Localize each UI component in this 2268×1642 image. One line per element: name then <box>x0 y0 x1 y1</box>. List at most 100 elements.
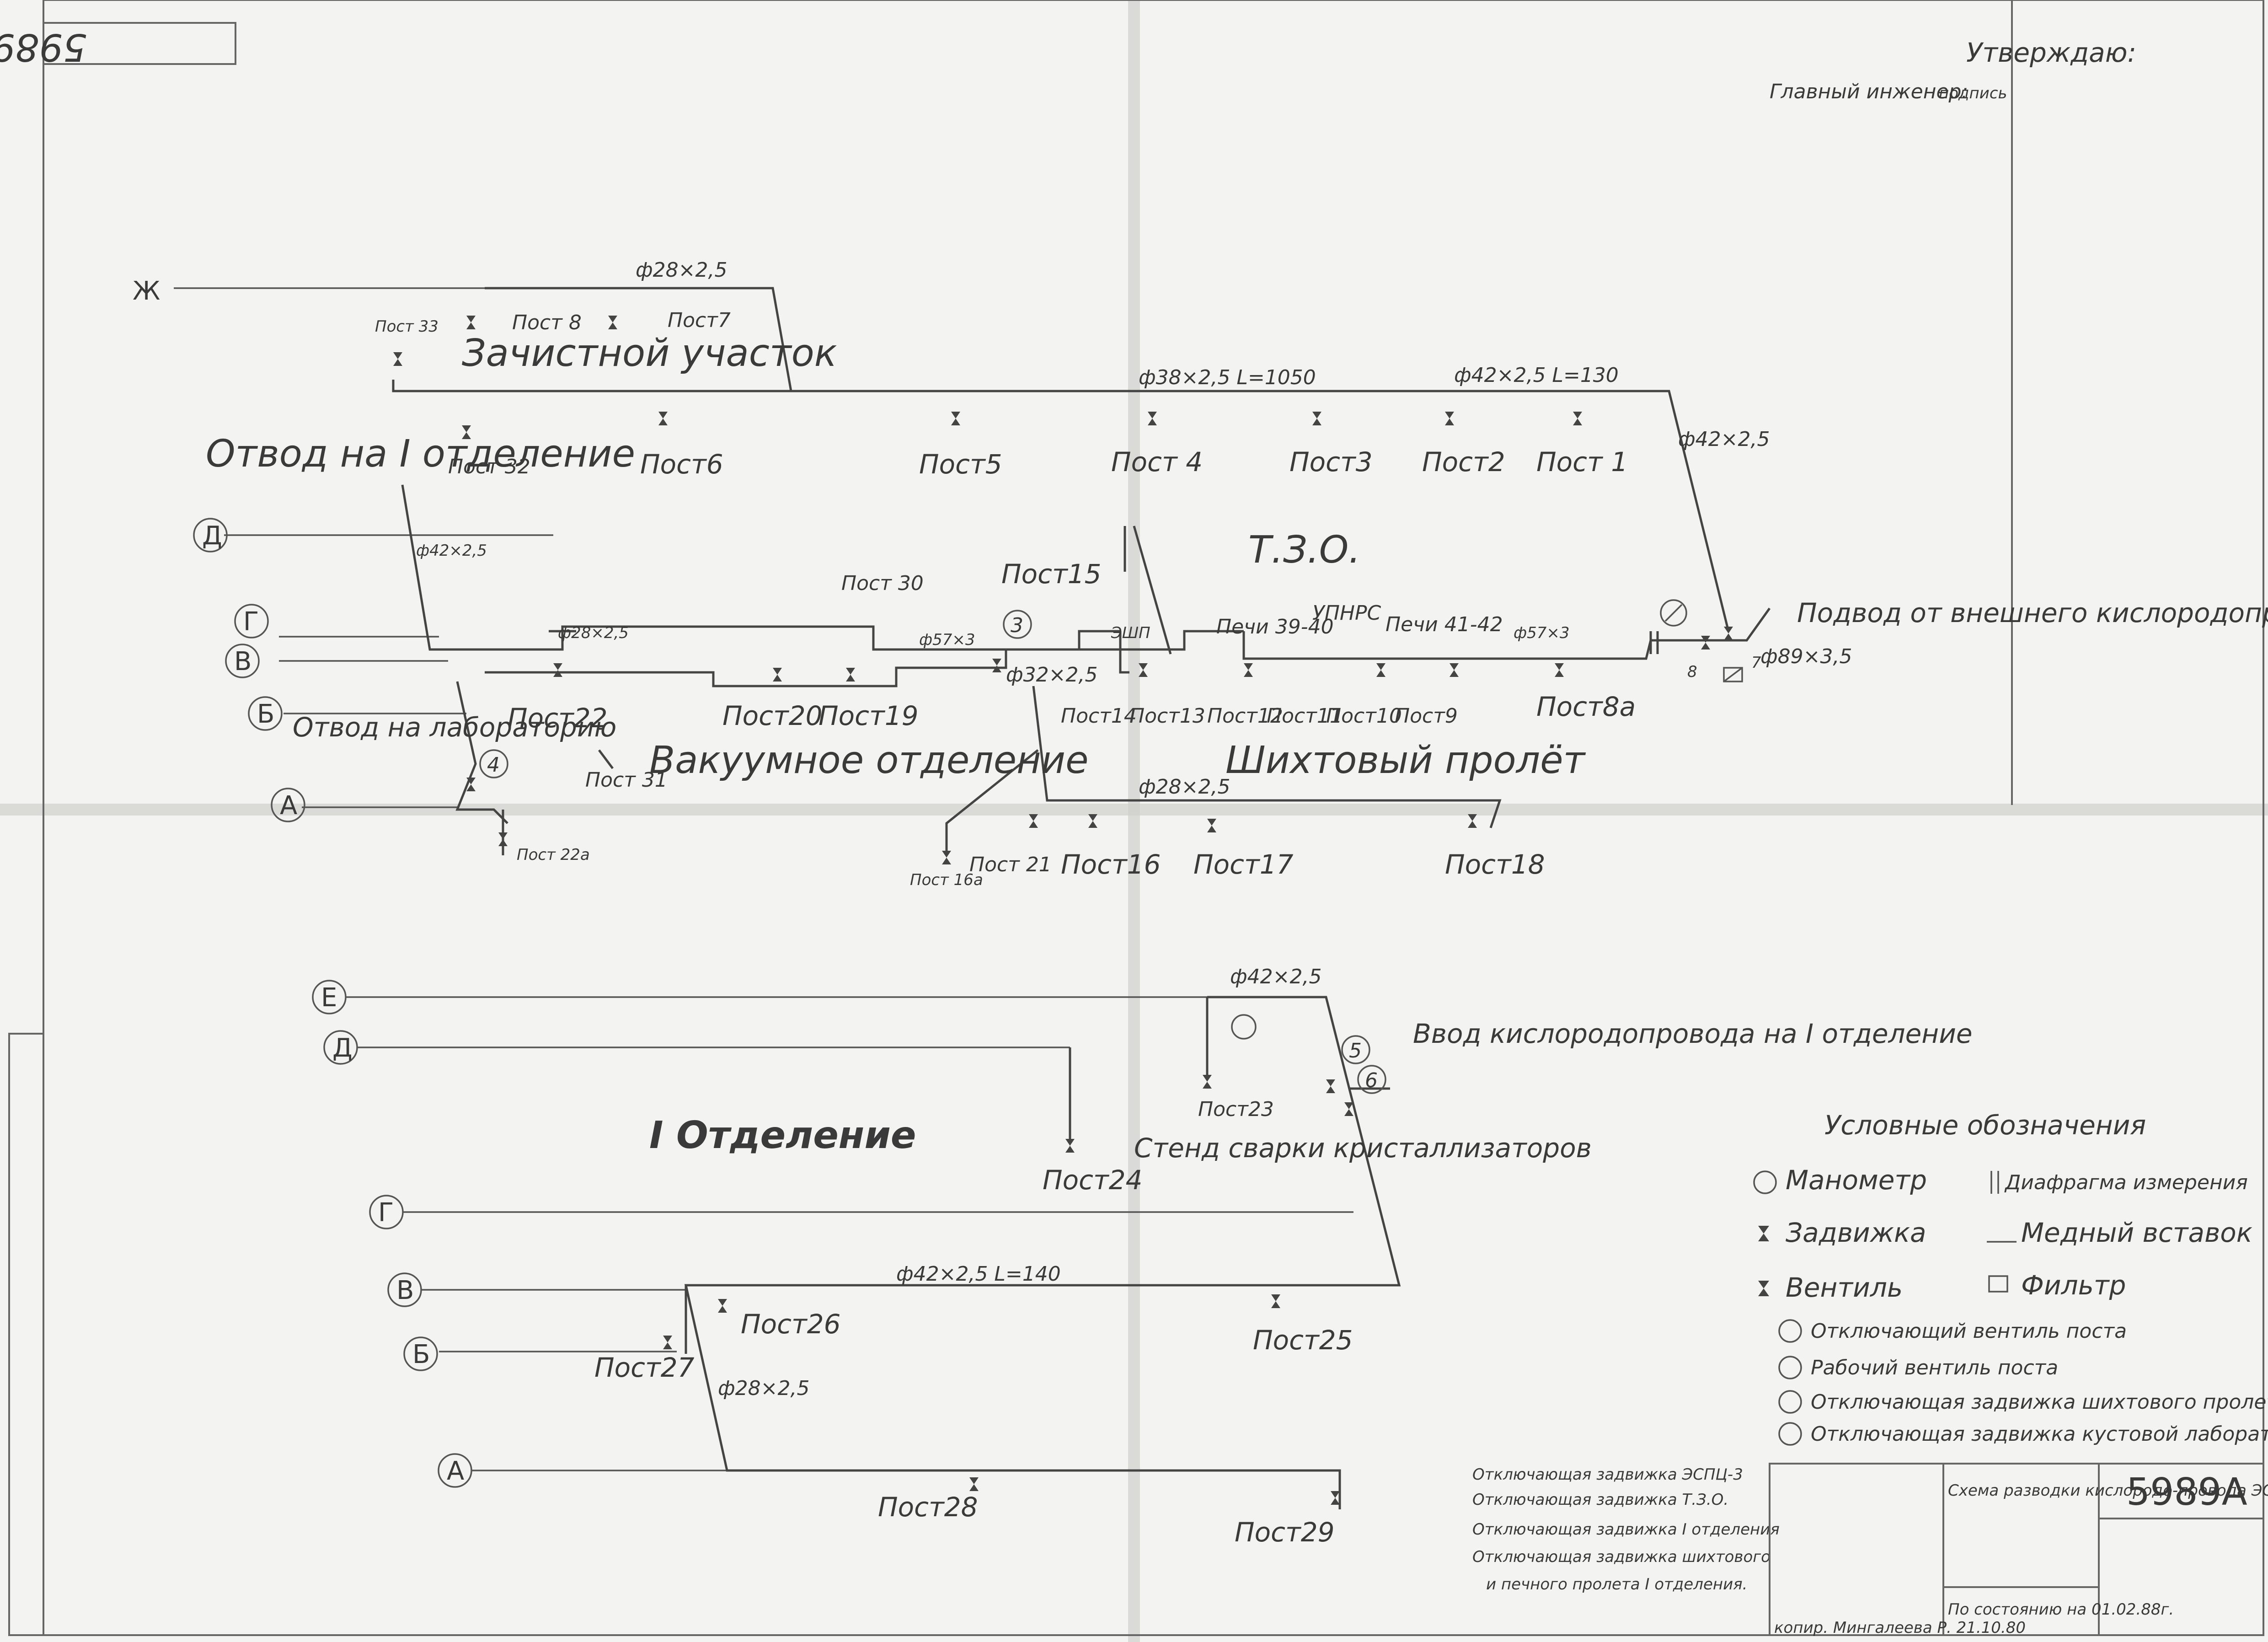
copied-by: копир. Мингалеева Р. 21.10.80 <box>1774 1619 2026 1637</box>
bottom-diagram: 5 6 Е Д Г В Б А I Отделение Ввод кислоро… <box>312 965 1973 1548</box>
title-block-frame <box>1769 1463 2264 1636</box>
post-label: Пост 32 <box>448 455 530 478</box>
valve-icon <box>1468 814 1477 828</box>
pipe-supply-main <box>1242 607 1771 660</box>
axis-circle-b <box>248 696 283 731</box>
doc-status: По состоянию на 01.02.88г. <box>1948 1600 2174 1619</box>
valve-icon <box>658 412 668 425</box>
pipe-size-label: ф28×2,5 <box>558 624 629 642</box>
legend-item: Диафрагма измерения <box>2004 1171 2248 1194</box>
pipe-size-label: ф57×3 <box>919 631 975 649</box>
post-label: Пост16 <box>1061 849 1161 880</box>
valve-icon <box>1344 1102 1353 1116</box>
valve-icon <box>1724 627 1733 640</box>
post-label: Пост 4 <box>1111 446 1203 478</box>
pipe-size-label: ф42×2,5 L=130 <box>1454 364 1619 387</box>
valve-icon <box>1331 1491 1340 1505</box>
valve-note: Отключающая задвижка шихтового <box>1472 1548 1771 1566</box>
signature-label: подпись <box>1939 84 2007 102</box>
axis-label-d2: Д <box>332 1033 353 1063</box>
post-label: Пост8а <box>1536 691 1636 722</box>
legend-marker-1 <box>1778 1319 1802 1343</box>
valve-icon <box>1445 412 1454 425</box>
pipe-esh-drop <box>1119 631 1129 674</box>
axis-label-a2: А <box>447 1456 464 1486</box>
pipe-size-label: ф28×2,5 <box>1139 775 1230 799</box>
sheet-number-box <box>43 22 236 65</box>
marker-6 <box>1357 1065 1386 1094</box>
axis-circle-g2 <box>369 1195 404 1229</box>
pipe-top-main <box>392 380 1730 632</box>
axis-label-zh: Ж <box>133 276 160 306</box>
axis-label-e2: Е <box>321 983 337 1013</box>
valve-icon <box>1139 663 1148 677</box>
legend-item: Манометр <box>1786 1164 1927 1196</box>
axis-label-d: Д <box>202 521 222 551</box>
valve-note: Отключающая задвижка Т.З.О. <box>1472 1491 1728 1509</box>
post-label: Пост17 <box>1193 849 1294 880</box>
valve-icon <box>553 663 562 677</box>
pipe-vertical-tzo <box>1133 526 1172 655</box>
pipe-size-label: ф42×2,5 <box>1230 965 1321 988</box>
valve-note: и печного пролета I отделения. <box>1486 1575 1747 1594</box>
post-label: Пост18 <box>1445 849 1545 880</box>
pipe-branch-d <box>401 484 1244 651</box>
branch-to-dept1: Отвод на I отделение <box>206 432 635 476</box>
axis-label-g: Г <box>243 607 259 637</box>
post-label: Пост 31 <box>585 768 668 792</box>
inlet-label: Ввод кислородопровода на I отделение <box>1413 1018 1973 1049</box>
post-label: Пост13 <box>1129 704 1205 728</box>
valve-icon <box>1555 663 1564 677</box>
title-block: Схема разводки кислородо-провода ЭСПЦ-3 … <box>1769 1463 2268 1637</box>
legend-item: Медный вставок <box>2021 1217 2252 1248</box>
valve-icon <box>1203 1075 1212 1089</box>
axis-circle-g <box>234 604 269 639</box>
pipe-branch-v <box>485 630 1120 687</box>
post-label: Пост10 <box>1326 704 1402 728</box>
legend-numbered: Отключающая задвижка кустовой лаборатори… <box>1811 1422 2268 1446</box>
gauge-needle <box>1664 604 1683 622</box>
doc-number: 5989А <box>2126 1470 2247 1514</box>
globe-valve-icon <box>1758 1281 1769 1296</box>
filter-diagonal <box>1723 667 1743 682</box>
legend-item: Задвижка <box>1786 1217 1926 1248</box>
valve-symbols <box>393 316 1733 864</box>
post-label: Пост11 <box>1267 704 1343 728</box>
filter-icon <box>1988 1275 2008 1293</box>
pipe-size-label: ф42×2,5 <box>416 542 487 560</box>
post-label: Пост6 <box>640 449 723 480</box>
valve-icon <box>773 668 782 681</box>
marker-5 <box>1341 1035 1370 1064</box>
post-label: Пост20 <box>722 700 823 731</box>
axis-label-b2: Б <box>412 1340 430 1369</box>
pressure-gauge-icon <box>1660 599 1687 627</box>
drawing-frame <box>43 0 2264 1636</box>
zone-label: Т.З.О. <box>1248 528 1360 572</box>
axis-label-v: В <box>234 647 251 676</box>
sub-label-furnaces-2: Печи 41-42 <box>1385 613 1503 636</box>
marker-4-label: 4 <box>487 753 500 777</box>
pipe-size-label: ф28×2,5 <box>718 1377 809 1400</box>
post-label: Пост23 <box>1198 1098 1274 1121</box>
legend: Условные обозначения Манометр Задвижка В… <box>1753 1110 2268 1446</box>
post-label: Пост2 <box>1422 446 1505 478</box>
legend-numbered: Отключающая задвижка шихтового пролета Э… <box>1811 1390 2268 1414</box>
sub-label-furnaces: Печи 39-40 <box>1216 615 1334 639</box>
axis-label-v2: В <box>396 1276 414 1305</box>
pipe-size-label: ф57×3 <box>1514 624 1569 642</box>
post-label: Пост 33 <box>375 317 439 336</box>
post-label: Пост5 <box>919 449 1002 480</box>
valve-icon <box>393 352 402 366</box>
valve-icon <box>1244 663 1253 677</box>
axis-circle-a2 <box>438 1453 472 1488</box>
post-label: Пост28 <box>878 1492 978 1523</box>
valve-icon <box>1573 412 1582 425</box>
axis-circle-e2 <box>312 980 347 1014</box>
branch-to-lab: Отвод на лабораторию <box>293 712 616 743</box>
post-label: Пост 16а <box>910 871 983 889</box>
manometer-icon <box>1753 1170 1777 1194</box>
axis-label-b: Б <box>257 699 274 729</box>
post-label: Пост3 <box>1289 446 1373 478</box>
axis-circle-v2 <box>387 1272 422 1307</box>
axis-circle-v <box>225 644 260 678</box>
